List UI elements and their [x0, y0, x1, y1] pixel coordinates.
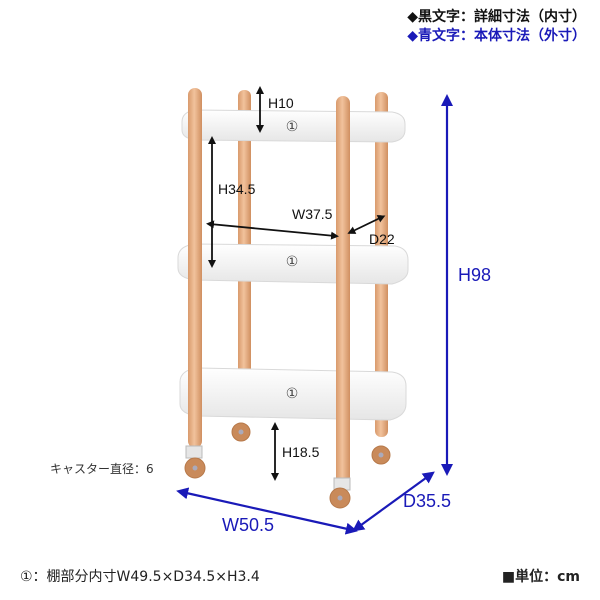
unit-label: ■単位：cm	[501, 569, 580, 585]
d35-arrow	[352, 471, 435, 532]
legend-outer-dimensions: ◆青文字：本体寸法（外寸）	[407, 28, 586, 44]
dim-d22: D22	[369, 231, 395, 247]
dim-w37-5: W37.5	[292, 206, 333, 222]
dim-h98: H98	[458, 265, 491, 285]
legend-inner-dimensions: ◆黒文字：詳細寸法（内寸）	[407, 9, 586, 25]
front-legs	[188, 88, 350, 486]
dim-w50-5: W50.5	[222, 515, 274, 535]
shelf-inner-dimensions-note: ①：棚部分内寸W49.5×D34.5×H3.4	[20, 569, 260, 585]
dim-h18-5: H18.5	[282, 444, 320, 460]
dim-h34-5: H34.5	[218, 181, 256, 197]
dim-d35-5: D35.5	[403, 491, 451, 511]
shelf-marker-middle: ①	[286, 254, 299, 270]
dim-h10: H10	[268, 95, 294, 111]
legend: ◆黒文字：詳細寸法（内寸） ◆青文字：本体寸法（外寸）	[407, 8, 586, 46]
w50-arrow	[176, 487, 358, 535]
caster-diameter-note: キャスター直径：6	[50, 462, 154, 476]
w37-arrow	[206, 220, 339, 240]
casters	[184, 422, 391, 509]
shelf-marker-top: ①	[286, 119, 299, 135]
shelf-marker-bottom: ①	[286, 386, 299, 402]
d22-arrow	[347, 215, 386, 234]
